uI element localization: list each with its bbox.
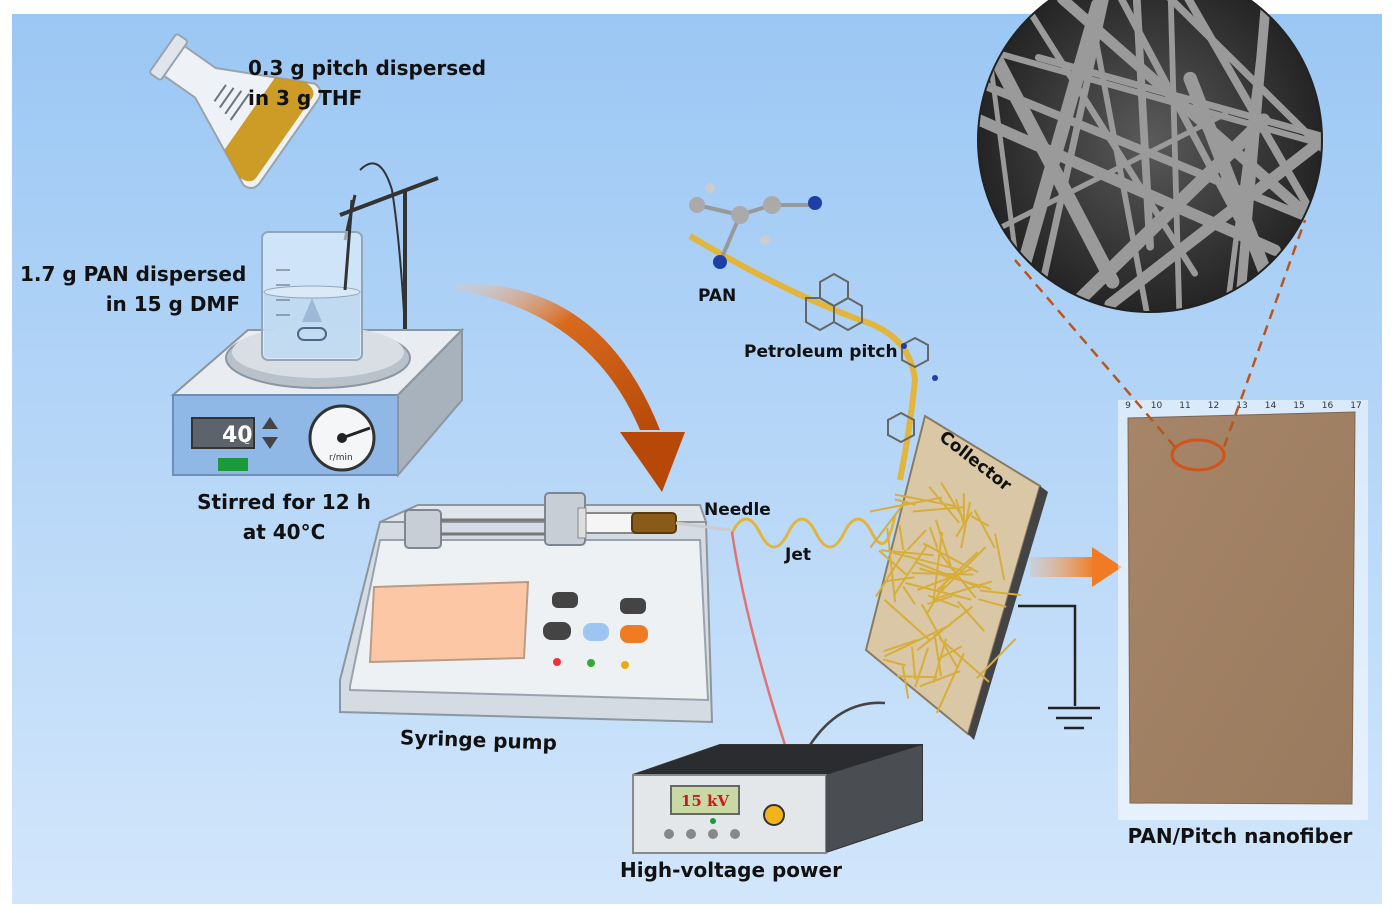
high-voltage-label: High-voltage power bbox=[620, 856, 842, 884]
petroleum-pitch-label: Petroleum pitch bbox=[744, 338, 898, 366]
pan-label-line2: in 15 g DMF bbox=[20, 290, 240, 318]
ruler-tick-label: 14 bbox=[1265, 401, 1277, 411]
pitch-label-line2: in 3 g THF bbox=[248, 84, 362, 112]
stir-label-line1: Stirred for 12 h bbox=[184, 488, 384, 516]
nitrogen-atom bbox=[901, 343, 907, 349]
jet-label: Jet bbox=[785, 541, 811, 569]
pan-molecule-label: PAN bbox=[698, 282, 736, 310]
ruler-tick-label: 15 bbox=[1293, 401, 1304, 411]
fiber-strand bbox=[897, 676, 937, 677]
temperature-unit: °C bbox=[240, 437, 250, 446]
voltage-display: 15 kV bbox=[681, 792, 729, 810]
nanofiber-sheet bbox=[1118, 400, 1368, 820]
needle-label: Needle bbox=[704, 496, 771, 524]
syringe-pump-label: Syringe pump bbox=[400, 723, 558, 756]
ruler-tick-label: 12 bbox=[1208, 401, 1219, 411]
product-label: PAN/Pitch nanofiber bbox=[1120, 822, 1360, 850]
ruler-tick-label: 17 bbox=[1350, 401, 1361, 411]
ruler-tick-label: 9 bbox=[1125, 401, 1131, 411]
ruler-tick-label: 16 bbox=[1322, 401, 1334, 411]
pitch-label-line1: 0.3 g pitch dispersed bbox=[248, 54, 486, 82]
nitrogen-atom bbox=[932, 375, 938, 381]
pan-label-line1: 1.7 g PAN dispersed bbox=[20, 260, 240, 288]
syringe-pump-icon bbox=[340, 493, 712, 722]
dial-unit: r/min bbox=[329, 453, 353, 463]
ruler-tick-label: 11 bbox=[1179, 401, 1190, 411]
ruler-tick-label: 10 bbox=[1151, 401, 1163, 411]
stir-label-line2: at 40°C bbox=[184, 518, 384, 546]
